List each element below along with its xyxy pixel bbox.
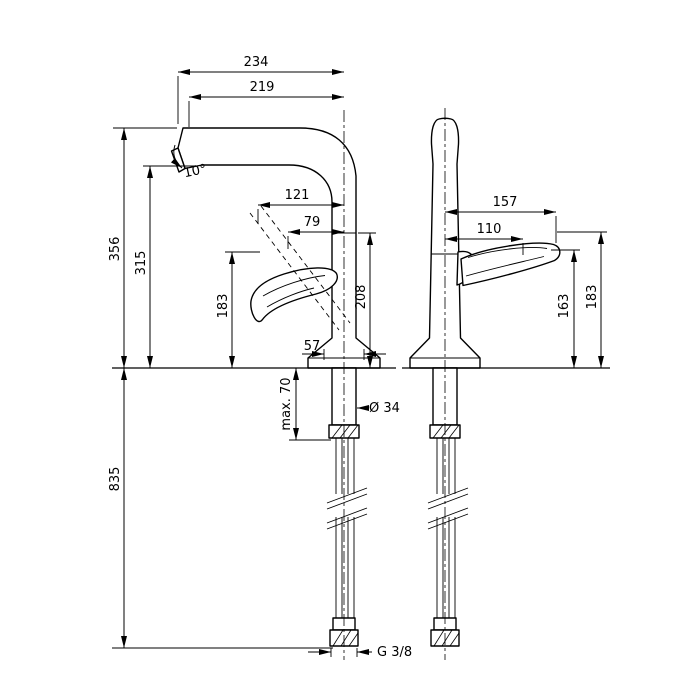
front-handle-contour-1 (467, 247, 548, 258)
front-supply-hoses (427, 438, 469, 618)
front-end-nut-hatch (449, 632, 460, 647)
front-view: 157 110 163 183 (402, 108, 610, 660)
dim-315-label: 315 (134, 251, 149, 276)
side-handle-contour-1 (262, 275, 326, 297)
side-view: 234 219 10° 121 79 356 315 183 208 (108, 55, 412, 660)
side-view-dimensions: 234 219 10° 121 79 356 315 183 208 (108, 55, 412, 660)
hose-break-mark (326, 493, 368, 510)
dim-57-label: 57 (304, 339, 321, 354)
side-end-nut-hatch (348, 632, 359, 647)
hose-break-mark (427, 513, 469, 530)
side-end-nut-hatch (340, 629, 352, 647)
front-end-nut-hatch (441, 629, 453, 647)
side-spout-body-outline (177, 127, 381, 369)
side-handle-phantom-2 (260, 205, 351, 324)
hose-break-mark (326, 513, 368, 530)
side-nut-hatch (339, 424, 351, 439)
dim-79-label: 79 (304, 215, 321, 230)
hose-break-mark (427, 507, 469, 524)
hose-break-mark (326, 507, 368, 524)
dim-dia34-label: Ø 34 (369, 401, 400, 416)
side-handle-phantom-1 (249, 212, 340, 331)
front-nut-hatch (432, 424, 444, 439)
side-handle-lever (250, 267, 338, 323)
dim-219-label: 219 (250, 80, 275, 95)
dim-max70-label: max. 70 (279, 377, 294, 430)
side-nut-hatch (347, 424, 359, 439)
dim-121-label: 121 (285, 188, 310, 203)
side-nut-hatch (331, 424, 343, 439)
front-nut-hatch (440, 424, 452, 439)
side-shank (331, 367, 357, 426)
dim-163-label: 163 (557, 294, 572, 319)
dim-183-side-label: 183 (216, 294, 231, 319)
dim-110-label: 110 (477, 222, 502, 237)
hose-break-mark (326, 487, 368, 504)
dim-356-label: 356 (108, 237, 123, 262)
front-end-nut-hatch (433, 629, 445, 647)
front-nut-hatch (448, 424, 460, 439)
angle-label: 10° (182, 162, 208, 181)
dim-g38-label: G 3/8 (377, 645, 412, 660)
dim-208-label: 208 (354, 285, 369, 310)
side-end-nut-hatch (332, 629, 344, 647)
side-supply-hoses (326, 438, 368, 618)
dim-183-front-label: 183 (585, 285, 600, 310)
dim-234-label: 234 (244, 55, 269, 70)
hose-break-mark (427, 493, 469, 510)
hose-break-mark (427, 487, 469, 504)
dim-835-label: 835 (108, 467, 123, 492)
front-view-dimensions: 157 110 163 183 (445, 195, 607, 368)
side-handle-contour-2 (266, 287, 315, 308)
dim-157-label: 157 (493, 195, 518, 210)
front-handle-contour-2 (465, 256, 545, 277)
